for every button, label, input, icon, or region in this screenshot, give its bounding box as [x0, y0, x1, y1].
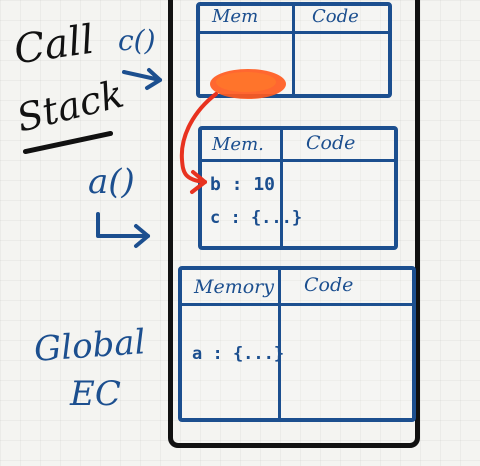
pointer-arrow-icon — [179, 92, 218, 194]
frame-header — [202, 130, 394, 162]
memory-entry-a: a : {...} — [192, 344, 285, 364]
memory-header: Mem. — [212, 134, 264, 155]
code-header: Code — [306, 132, 356, 154]
c-arrow-icon — [122, 68, 162, 90]
call-stack-container — [168, 0, 420, 448]
execution-context-a: Mem. Code b : 10 c : {...} — [198, 126, 398, 250]
frame-divider — [278, 270, 281, 418]
execution-context-global: Memory Code a : {...} — [178, 266, 416, 422]
frame-divider — [280, 130, 283, 246]
code-header: Code — [312, 6, 359, 27]
c-call-label: c() — [118, 24, 156, 57]
frame-divider — [292, 6, 295, 94]
memory-header: Memory — [194, 276, 274, 298]
memory-header: Mem — [212, 6, 259, 27]
memory-entry-b: b : 10 — [210, 174, 276, 195]
ec-label: EC — [70, 374, 121, 414]
a-call-label: a() — [88, 162, 135, 202]
code-header: Code — [304, 274, 354, 296]
frame-header — [182, 270, 412, 306]
a-arrow-icon — [96, 212, 150, 248]
memory-entry-c: c : {...} — [210, 208, 303, 228]
